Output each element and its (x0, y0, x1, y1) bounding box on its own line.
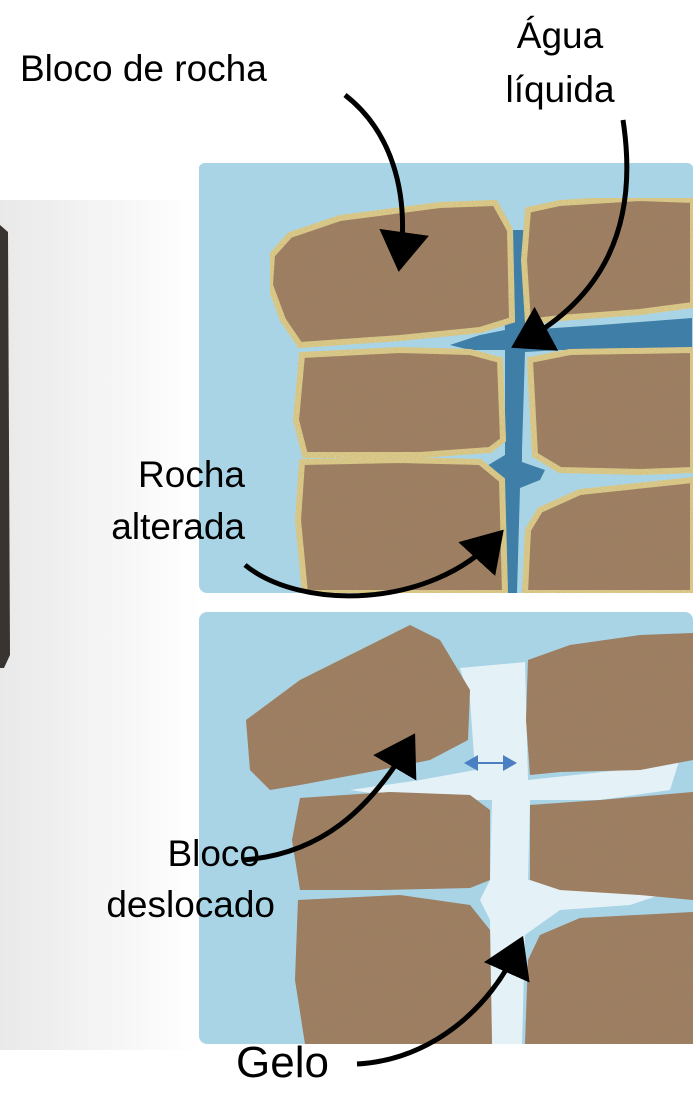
label-weathered-rock-1: Rocha (80, 453, 245, 497)
label-liquid-water-2: líquida (470, 68, 650, 112)
label-rock-block: Bloco de rocha (20, 47, 267, 91)
rock-block (298, 460, 505, 593)
label-weathered-rock-2: alterada (80, 505, 245, 549)
rock-block (526, 633, 693, 775)
rock-block (530, 792, 693, 900)
label-displaced-block-1: Bloco (90, 832, 260, 876)
panel-after-freeze (199, 612, 693, 1044)
rock-block (530, 350, 693, 472)
label-ice: Gelo (236, 1037, 329, 1090)
rock-block (296, 350, 503, 455)
rock-block (525, 912, 693, 1044)
label-displaced-block-2: deslocado (60, 883, 275, 927)
label-liquid-water-1: Água (490, 14, 630, 58)
rock-block (292, 792, 490, 890)
